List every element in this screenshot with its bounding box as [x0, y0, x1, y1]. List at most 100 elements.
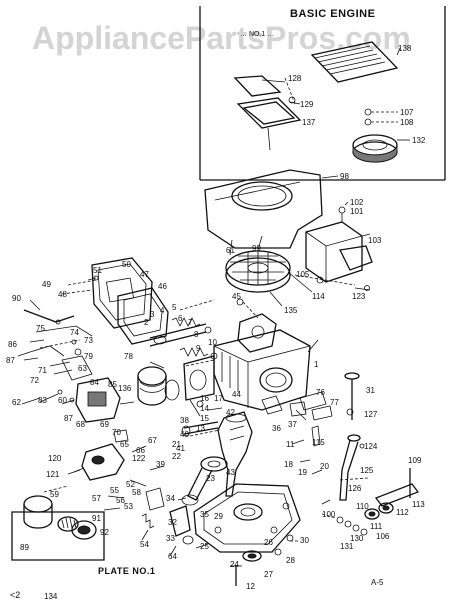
lower-left-parts [141, 487, 194, 545]
callout-132: 132 [412, 136, 426, 145]
callout-41: 41 [176, 444, 185, 453]
gasket-part [117, 287, 169, 345]
dipstick-parts [339, 372, 369, 501]
air-filter-parts [233, 75, 302, 151]
callout-125: 125 [360, 466, 374, 475]
model-line: … NO.1 … [240, 31, 275, 38]
fasteners-107-108 [364, 108, 398, 126]
linkage-parts [17, 309, 93, 357]
callout-90: 90 [12, 294, 21, 303]
callout-2: 2 [144, 318, 149, 327]
small-parts-105-114-123 [294, 274, 371, 291]
callout-64: 64 [168, 552, 177, 561]
bolt-109 [374, 468, 420, 507]
callout-75: 75 [36, 324, 45, 333]
callout-31: 31 [366, 386, 375, 395]
callout-105: 105 [296, 270, 310, 279]
flywheel-part [225, 250, 313, 307]
callout-17: 17 [214, 394, 223, 403]
callout-16: 16 [200, 394, 209, 403]
callout-48: 48 [58, 290, 67, 299]
callout-109: 109 [408, 456, 422, 465]
callout-55: 55 [110, 486, 119, 495]
callout-12: 12 [246, 582, 255, 591]
callout-83: 83 [38, 396, 47, 405]
callout-25: 25 [200, 542, 209, 551]
callout-50: 50 [122, 260, 131, 269]
callout-57: 57 [92, 494, 101, 503]
oil-seal-and-bolts [230, 534, 300, 586]
callout-87: 87 [6, 356, 15, 365]
callout-61: 61 [226, 246, 235, 255]
callout-22: 22 [172, 452, 181, 461]
callout-134: 134 [44, 592, 58, 601]
callout-5: 5 [172, 303, 177, 312]
figure-ref: 89 [20, 543, 29, 552]
callout-78: 78 [124, 352, 133, 361]
callout-46: 46 [158, 282, 167, 291]
carburetor-part [39, 339, 135, 423]
callout-138: 138 [398, 44, 412, 53]
callout-76: 76 [316, 388, 325, 397]
muffler-part [305, 221, 373, 283]
callout-84: 84 [90, 378, 99, 387]
callout-114: 114 [312, 292, 325, 301]
callout-59: 59 [50, 490, 59, 499]
callout-62: 62 [12, 398, 21, 407]
manual-part [310, 41, 401, 83]
callout-130: 130 [350, 534, 364, 543]
callout-113: 113 [412, 500, 425, 509]
callout-36: 36 [272, 424, 281, 433]
callout-74: 74 [70, 328, 79, 337]
callout-123: 123 [352, 292, 366, 301]
bracket-parts [299, 391, 333, 447]
callout-67: 67 [148, 436, 157, 445]
callout-6: 6 [178, 314, 183, 323]
callout-70: 70 [112, 428, 121, 437]
callout-77: 77 [330, 398, 339, 407]
callout-24: 24 [230, 560, 239, 569]
callout-29: 29 [214, 512, 223, 521]
crankcase-cover-part [193, 483, 301, 553]
callout-102: 102 [350, 198, 364, 207]
callout-54: 54 [140, 540, 149, 549]
callout-11: 11 [286, 440, 295, 449]
callout-72: 72 [30, 376, 39, 385]
callout-122: 122 [132, 454, 146, 463]
callout-38: 38 [180, 416, 189, 425]
air-filter-assembly [11, 485, 105, 561]
callout-27: 27 [264, 570, 273, 579]
header-frame [199, 6, 446, 181]
callout-115: 115 [312, 438, 325, 447]
callout-111: 111 [370, 522, 383, 531]
callout-18: 18 [284, 460, 293, 469]
callout-23: 23 [206, 474, 215, 483]
callout-47: 47 [140, 270, 149, 279]
callout-120: 120 [48, 454, 62, 463]
callout-124: 124 [364, 442, 378, 451]
callout-136: 136 [118, 384, 132, 393]
callout-28: 28 [286, 556, 295, 565]
watermark: AppliancePartsPros.com [32, 20, 411, 56]
callout-26: 26 [264, 538, 273, 547]
callout-101: 101 [350, 207, 364, 216]
callout-87b: 87 [64, 414, 73, 423]
callout-71: 71 [38, 366, 47, 375]
callout-68: 68 [76, 420, 85, 429]
callout-42: 42 [226, 408, 235, 417]
callout-15: 15 [200, 414, 209, 423]
callout-135: 135 [284, 306, 298, 315]
callout-37: 37 [288, 420, 297, 429]
callout-100: 100 [322, 510, 336, 519]
callout-65: 65 [120, 440, 129, 449]
valve-cover-part [61, 257, 153, 329]
valve-train-parts [149, 299, 218, 367]
connecting-rod-part [181, 456, 228, 506]
callout-13: 13 [196, 424, 205, 433]
callout-63: 63 [78, 364, 87, 373]
callout-53: 53 [124, 502, 133, 511]
callout-40: 40 [180, 430, 189, 439]
diagram-title: BASIC ENGINE [290, 8, 376, 20]
callout-39: 39 [156, 460, 165, 469]
